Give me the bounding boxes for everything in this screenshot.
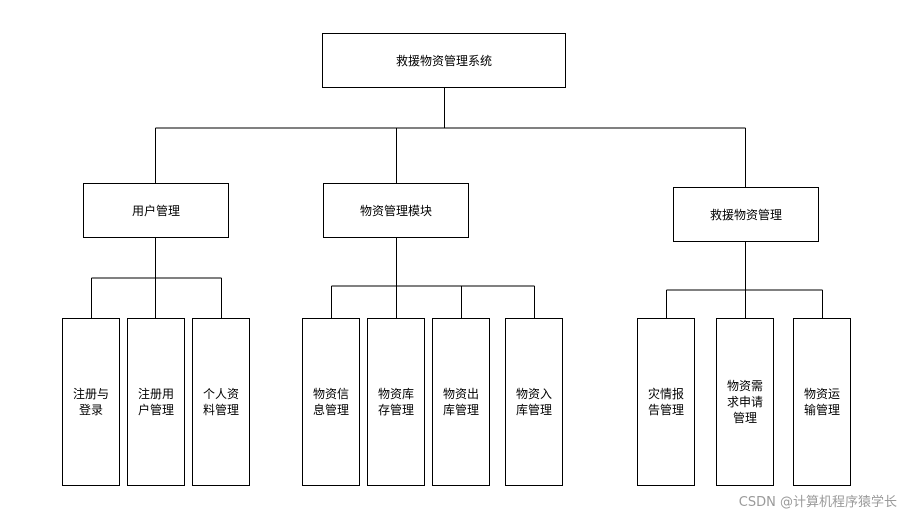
leaf-material-transport-management: 物资运输管理 xyxy=(793,318,851,486)
leaf-material-stock-management: 物资库存管理 xyxy=(367,318,425,486)
root-label: 救援物资管理系统 xyxy=(395,53,492,68)
module-material-management: 物资管理模块 xyxy=(323,183,469,238)
leaf-material-demand-application-management: 物资需求申请管理 xyxy=(716,318,774,486)
leaf-label: 物资入库管理 xyxy=(515,387,552,417)
leaf-material-info-management: 物资信息管理 xyxy=(302,318,360,486)
root-node: 救援物资管理系统 xyxy=(322,33,566,88)
watermark: CSDN @计算机程序猿学长 xyxy=(738,495,897,510)
leaf-label: 物资信息管理 xyxy=(312,387,349,417)
module-label: 物资管理模块 xyxy=(359,203,432,218)
leaf-label: 注册与登录 xyxy=(72,387,109,417)
module-label: 用户管理 xyxy=(131,203,180,218)
leaf-label: 物资库存管理 xyxy=(377,387,414,417)
leaf-label: 物资出库管理 xyxy=(442,387,479,417)
leaf-label: 个人资料管理 xyxy=(202,387,239,417)
leaf-label: 灾情报告管理 xyxy=(647,387,684,417)
leaf-disaster-report-management: 灾情报告管理 xyxy=(637,318,695,486)
leaf-register-login: 注册与登录 xyxy=(62,318,120,486)
leaf-material-inbound-management: 物资入库管理 xyxy=(505,318,563,486)
module-user-management: 用户管理 xyxy=(83,183,229,238)
leaf-registered-user-management: 注册用户管理 xyxy=(127,318,185,486)
leaf-label: 注册用户管理 xyxy=(137,387,174,417)
module-label: 救援物资管理 xyxy=(709,207,782,222)
leaf-material-outbound-management: 物资出库管理 xyxy=(432,318,490,486)
leaf-label: 物资运输管理 xyxy=(803,387,840,417)
leaf-label: 物资需求申请管理 xyxy=(726,379,763,425)
leaf-profile-management: 个人资料管理 xyxy=(192,318,250,486)
module-relief-material-management: 救援物资管理 xyxy=(673,187,819,242)
